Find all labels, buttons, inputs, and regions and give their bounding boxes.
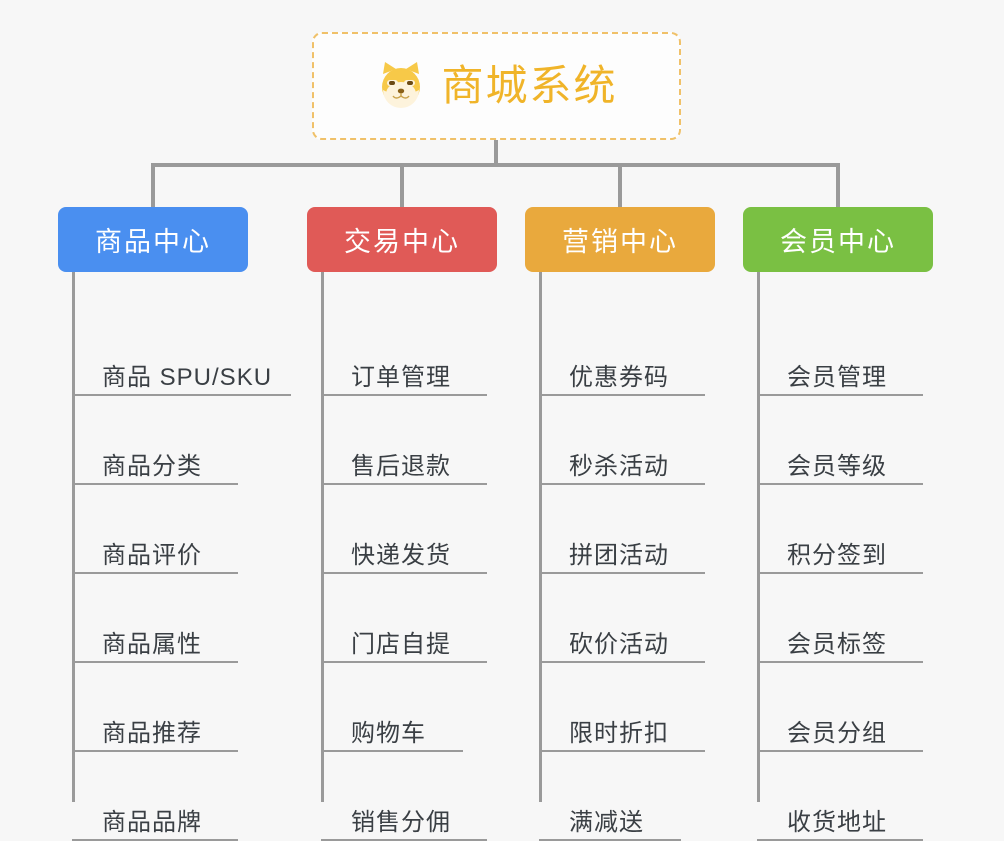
- leaf-label: 限时折扣: [569, 719, 669, 747]
- leaf-label: 商品分类: [102, 452, 202, 480]
- leaf-label: 会员管理: [787, 363, 887, 391]
- drop-connector-1: [151, 163, 155, 209]
- category-header-3[interactable]: 营销中心: [525, 207, 715, 272]
- leaf-label: 门店自提: [351, 630, 451, 658]
- leaf-label: 商品属性: [102, 630, 202, 658]
- leaf-label: 满减送: [569, 808, 644, 836]
- leaf-item[interactable]: 优惠券码: [539, 334, 705, 396]
- leaf-label: 秒杀活动: [569, 452, 669, 480]
- category-title-2: 交易中心: [344, 227, 460, 257]
- leaf-label: 商品评价: [102, 541, 202, 569]
- leaf-item[interactable]: 商品分类: [72, 423, 238, 485]
- category-title-3: 营销中心: [562, 227, 678, 257]
- leaf-item[interactable]: 会员管理: [757, 334, 923, 396]
- shiba-dog-emoji: [375, 60, 427, 112]
- root-stem-connector: [494, 140, 498, 165]
- root-node-content: 商城系统: [375, 60, 617, 112]
- leaf-item[interactable]: 购物车: [321, 690, 463, 752]
- leaf-label: 会员分组: [787, 719, 887, 747]
- drop-connector-4: [836, 163, 840, 209]
- leaf-label: 订单管理: [351, 363, 451, 391]
- leaf-item[interactable]: 商品评价: [72, 512, 238, 574]
- leaf-item[interactable]: 砍价活动: [539, 601, 705, 663]
- leaf-item[interactable]: 商品品牌: [72, 779, 238, 841]
- category-header-1[interactable]: 商品中心: [58, 207, 248, 272]
- root-node[interactable]: 商城系统: [312, 32, 681, 140]
- leaf-label: 砍价活动: [569, 630, 669, 658]
- category-title-4: 会员中心: [780, 227, 896, 257]
- leaf-label: 购物车: [351, 719, 426, 747]
- leaf-label: 优惠券码: [569, 363, 669, 391]
- leaf-item[interactable]: 门店自提: [321, 601, 487, 663]
- leaf-item[interactable]: 商品 SPU/SKU: [72, 334, 291, 396]
- leaf-label: 会员标签: [787, 630, 887, 658]
- column-trunk-4: [757, 272, 760, 802]
- horizontal-bus-connector: [152, 163, 838, 167]
- leaf-item[interactable]: 商品属性: [72, 601, 238, 663]
- leaf-label: 销售分佣: [351, 808, 451, 836]
- column-trunk-3: [539, 272, 542, 802]
- leaf-item[interactable]: 秒杀活动: [539, 423, 705, 485]
- leaf-item[interactable]: 收货地址: [757, 779, 923, 841]
- leaf-item[interactable]: 会员等级: [757, 423, 923, 485]
- leaf-label: 售后退款: [351, 452, 451, 480]
- drop-connector-3: [618, 163, 622, 209]
- leaf-item[interactable]: 商品推荐: [72, 690, 238, 752]
- leaf-item[interactable]: 积分签到: [757, 512, 923, 574]
- drop-connector-2: [400, 163, 404, 209]
- leaf-label: 积分签到: [787, 541, 887, 569]
- leaf-item[interactable]: 快递发货: [321, 512, 487, 574]
- category-header-4[interactable]: 会员中心: [743, 207, 933, 272]
- leaf-item[interactable]: 售后退款: [321, 423, 487, 485]
- leaf-item[interactable]: 会员分组: [757, 690, 923, 752]
- root-title: 商城系统: [441, 62, 618, 109]
- leaf-item[interactable]: 满减送: [539, 779, 681, 841]
- leaf-label: 商品 SPU/SKU: [102, 363, 273, 391]
- leaf-item[interactable]: 销售分佣: [321, 779, 487, 841]
- column-trunk-1: [72, 272, 75, 802]
- leaf-label: 拼团活动: [569, 541, 669, 569]
- leaf-label: 收货地址: [787, 808, 887, 836]
- leaf-label: 商品品牌: [102, 808, 202, 836]
- column-trunk-2: [321, 272, 324, 802]
- leaf-item[interactable]: 订单管理: [321, 334, 487, 396]
- category-header-2[interactable]: 交易中心: [307, 207, 497, 272]
- category-title-1: 商品中心: [95, 227, 211, 257]
- leaf-label: 快递发货: [351, 541, 451, 569]
- leaf-label: 会员等级: [787, 452, 887, 480]
- leaf-item[interactable]: 限时折扣: [539, 690, 705, 752]
- leaf-item[interactable]: 会员标签: [757, 601, 923, 663]
- leaf-label: 商品推荐: [102, 719, 202, 747]
- leaf-item[interactable]: 拼团活动: [539, 512, 705, 574]
